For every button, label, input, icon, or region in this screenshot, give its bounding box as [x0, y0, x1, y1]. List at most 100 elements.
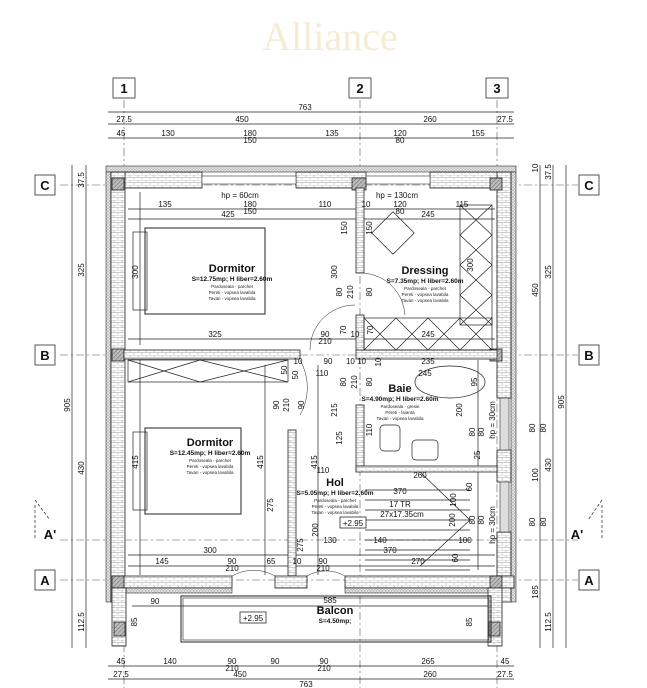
bed [144, 227, 266, 315]
dimension-label: 125 [335, 431, 344, 445]
dimension-label: hp = 130cm [376, 191, 418, 200]
door-swing [309, 304, 356, 351]
dimension-lines [71, 111, 567, 680]
dimension-label: 60 [451, 553, 460, 562]
dimension-label: 275 [266, 498, 275, 512]
watermark: Alliance [262, 14, 398, 59]
dimension-label: 270 [411, 557, 425, 566]
dimension-label: 90 [228, 657, 237, 666]
axis-label-c-left: C [40, 178, 50, 193]
dimension-label: 37.5 [77, 172, 86, 188]
door-swing [363, 272, 406, 316]
dimension-label: 210 [318, 337, 332, 346]
dimension-label: 10 [351, 330, 360, 339]
dimension-label: 27.5 [113, 670, 129, 679]
room-area: S=5.05mp; H liber=2.60m [297, 490, 374, 497]
dimension-label: hp = 60cm [221, 191, 259, 200]
dimension-label: 10 10 [346, 357, 367, 366]
dimension-label: 235 [421, 357, 435, 366]
dimension-label: 80 [365, 287, 374, 296]
dimension-label: 10 [374, 357, 383, 366]
dimension-label: 430 [77, 461, 86, 475]
dimension-label: 450 [531, 283, 540, 297]
dimension-label: 135 [325, 129, 339, 138]
room-finish: Pardoseala - parchet [211, 284, 254, 289]
dimension-label: 325 [544, 265, 553, 279]
dimension-label: 120 [393, 200, 407, 209]
dimension-label: 80 [339, 377, 348, 386]
dimension-label: 90 [271, 657, 280, 666]
room-area: S=12.75mp; H liber=2.60m [192, 276, 273, 283]
dimension-label: 112.5 [544, 612, 553, 632]
dimension-label: 80 [539, 517, 548, 526]
dimension-label: 50 [291, 370, 300, 379]
bed [144, 427, 242, 515]
dimension-label: 100 [531, 468, 540, 482]
dimension-label: 10 [293, 557, 302, 566]
dimension-label: 90 [228, 557, 237, 566]
dimension-label: 130 [161, 129, 175, 138]
dimension-label: 90 [324, 357, 333, 366]
window [499, 481, 510, 533]
room-name: Dressing [401, 265, 448, 277]
dimension-label: 150 [243, 207, 257, 216]
room-name: Baie [388, 383, 411, 395]
dimension-label: 155 [471, 129, 485, 138]
desk-chair [371, 211, 415, 255]
room-finish: Pereti - vopsea lavabila [312, 504, 359, 509]
dimension-label: 415 [310, 455, 319, 469]
room-finish: Pardoseala - parchet [404, 286, 447, 291]
window [365, 175, 431, 185]
room-name: Balcon [317, 605, 354, 617]
dimension-label: 85 [465, 617, 474, 626]
dimension-label: 90 [320, 657, 329, 666]
dimension-label: 112.5 [77, 612, 86, 632]
dimension-label: 80 [396, 207, 405, 216]
room-area: S=4.90mp; H liber=2.60m [362, 396, 439, 403]
dimension-label: 300 [466, 258, 475, 272]
room-area: S=12.45mp; H liber=2.60m [170, 450, 251, 457]
sink [411, 439, 439, 461]
dimension-label: 80 [468, 515, 477, 524]
dimension-label: 210 [316, 564, 330, 573]
dimension-label: 185 [531, 585, 540, 599]
dimension-label: 210 [350, 375, 359, 389]
dimension-label: 70 [366, 325, 375, 334]
balcony-parapet [180, 595, 492, 643]
room-area: S=4.50mp; [319, 618, 352, 625]
dimension-label: 200 [455, 403, 464, 417]
dimension-label: 135 [158, 200, 172, 209]
dimension-label: 90 [272, 400, 281, 409]
dimension-label: 140 [163, 657, 177, 666]
dimension-label: 80 [468, 427, 477, 436]
axis-label-c-right: C [584, 178, 594, 193]
window [201, 175, 297, 185]
room-finish: Pereti - vopsea lavabila [209, 290, 256, 295]
section-label-a-prime-right: A' [571, 527, 583, 542]
dimension-label: 150 [365, 221, 374, 235]
dimension-label: 90 [151, 597, 160, 606]
room-finish: Pereti - vopsea lavabila [187, 464, 234, 469]
dimension-label: 245 [418, 369, 432, 378]
room-name: Hol [326, 477, 344, 489]
dimension-label: 110 [319, 200, 332, 209]
dimension-label: 80 [477, 427, 486, 436]
dimension-label: 110 [317, 466, 330, 475]
dimension-label: 210 [317, 664, 331, 673]
wardrobe [127, 359, 289, 383]
room-finish: Tavan - vopsea lavabila [401, 298, 449, 303]
dimension-label: hp = 30cm [488, 401, 497, 439]
room-finish: Tavan - vopsea lavabila [311, 510, 359, 515]
room-finish: Pardoseala - gresie [380, 404, 420, 409]
dimension-label: 200 [311, 523, 320, 537]
level-marker-balcon: +2.95 [243, 614, 264, 623]
furniture [127, 204, 493, 577]
section-label-a-prime-left: A' [44, 527, 56, 542]
dimension-label: 210 [225, 564, 239, 573]
door-swing [306, 570, 346, 577]
window [499, 397, 510, 451]
axis-label-b-right: B [584, 348, 593, 363]
dimension-label: 905 [63, 398, 72, 412]
